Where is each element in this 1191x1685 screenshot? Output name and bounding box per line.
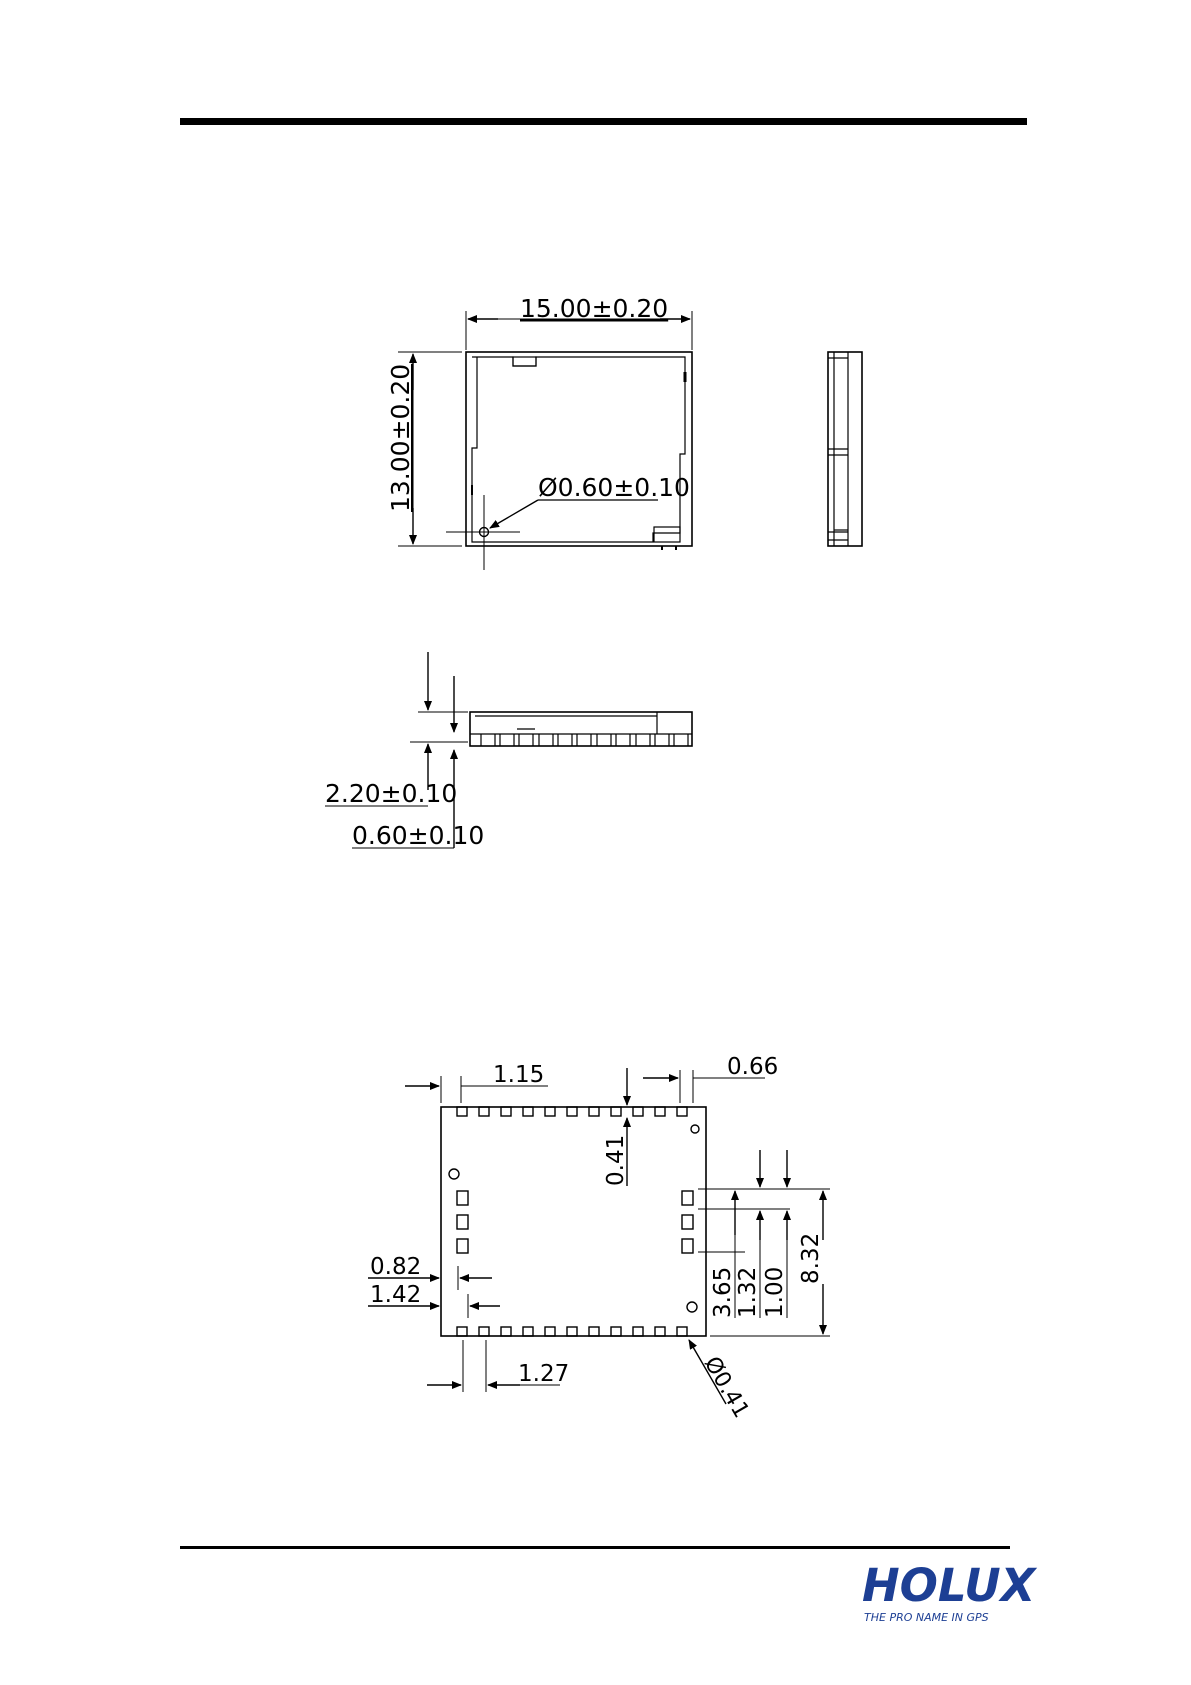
side-base-height-label: 0.60±0.10 xyxy=(352,821,484,850)
side-pad-width-label: 0.82 xyxy=(370,1254,421,1280)
top-view xyxy=(446,352,692,570)
side-total-height-label: 2.20±0.10 xyxy=(325,779,457,808)
bottom-row-pads xyxy=(457,1327,687,1336)
side-pad-offset-label: 1.42 xyxy=(370,1282,421,1308)
hole-diameter-label: Ø0.60±0.10 xyxy=(538,473,690,502)
pad-pitch-bottom-label: 1.27 xyxy=(518,1361,569,1387)
pad-edge-offset-label: 0.66 xyxy=(727,1054,778,1080)
height-8-32-label: 8.32 xyxy=(798,1233,824,1284)
footer-rule xyxy=(180,1546,1010,1549)
pad-width-label: 0.41 xyxy=(603,1135,629,1186)
bottom-view-circles xyxy=(449,1125,699,1312)
logo-tagline: THE PRO NAME IN GPS xyxy=(864,1611,1012,1624)
top-height-label: 13.00±0.20 xyxy=(386,364,415,512)
bottom-view xyxy=(441,1107,706,1336)
side-pads xyxy=(457,1191,693,1253)
pad-pitch-top-label: 1.15 xyxy=(493,1062,544,1088)
front-side-view xyxy=(470,712,692,746)
height-3-65-label: 3.65 xyxy=(710,1267,736,1318)
height-1-00-label: 1.00 xyxy=(762,1267,788,1318)
pad-diameter-label: Ø0.41 xyxy=(699,1353,754,1423)
height-1-32-label: 1.32 xyxy=(735,1267,761,1318)
hole-leader xyxy=(490,500,658,528)
right-side-view xyxy=(828,352,862,546)
logo-wordmark: HOLUX xyxy=(862,1563,1012,1609)
top-row-pads xyxy=(457,1107,687,1116)
holux-logo: HOLUX THE PRO NAME IN GPS xyxy=(862,1563,1012,1627)
side-height-dimensions xyxy=(325,652,468,848)
top-width-label: 15.00±0.20 xyxy=(520,294,668,323)
